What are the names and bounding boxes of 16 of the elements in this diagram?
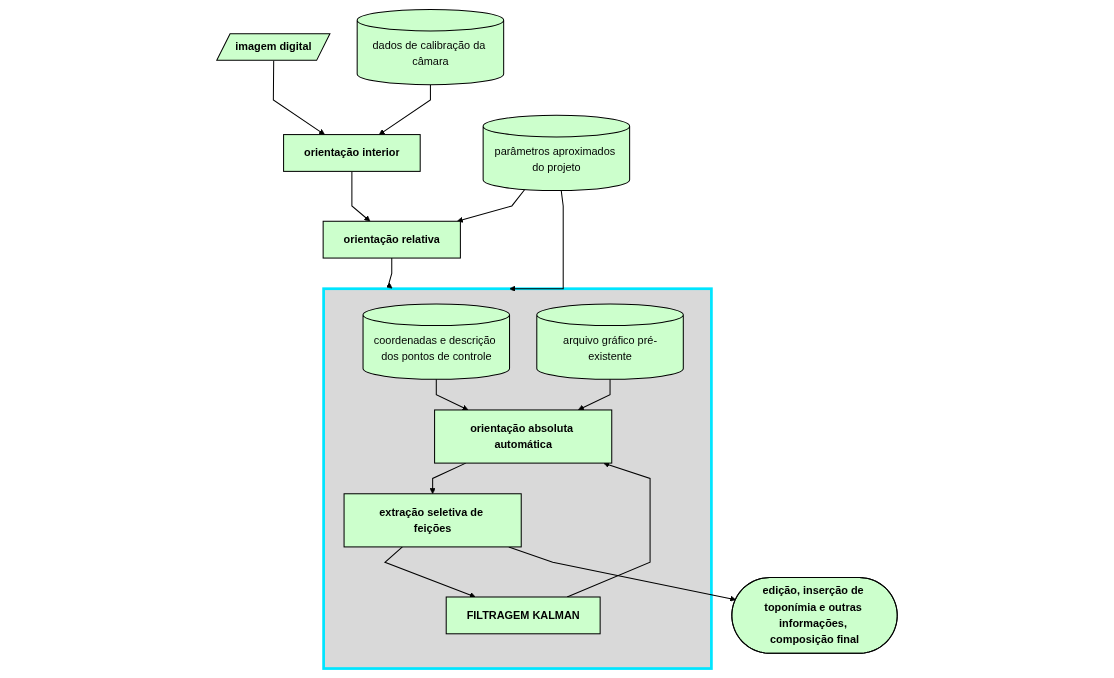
arrow [509,190,564,292]
arrow [351,170,371,222]
arrow [385,257,393,289]
arrow [578,378,611,411]
node-box: FILTRAGEM KALMAN [445,596,601,635]
node-box: extração seletiva de feições [343,493,522,548]
node-box: orientação absoluta automática [434,409,613,464]
arrow [566,461,651,598]
cluster [322,287,713,670]
arrow [457,189,526,223]
arrow [383,546,476,598]
arrow [435,378,469,411]
node-box: orientação interior [283,134,421,172]
arrow [378,84,431,135]
arrow [272,60,325,135]
node-box: orientação relativa [322,220,461,259]
